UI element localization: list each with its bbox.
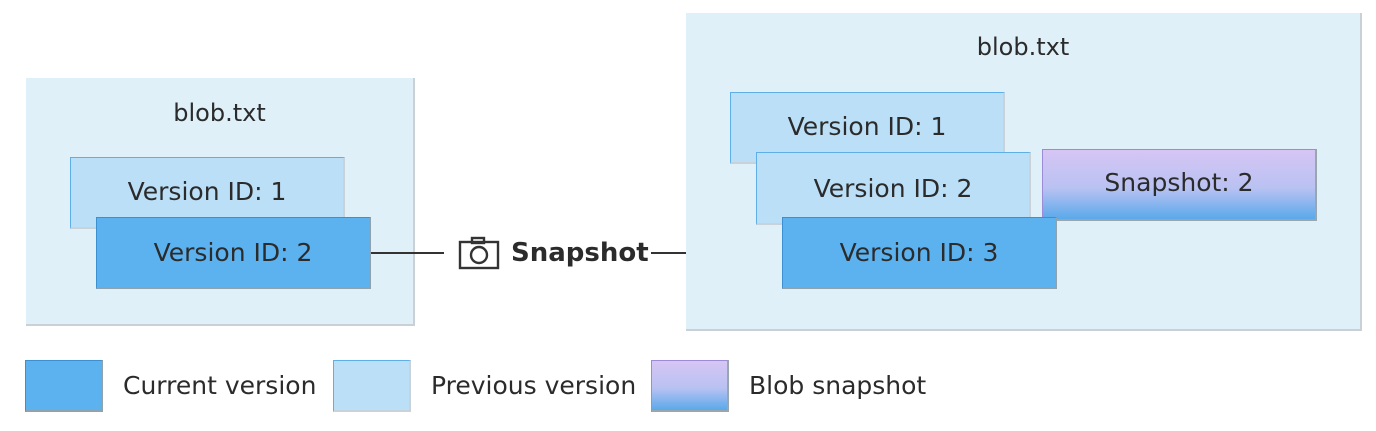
right-version-1-label: Version ID: 1 <box>787 112 947 141</box>
right-version-3-box: Version ID: 3 <box>782 217 1057 289</box>
legend-snapshot-swatch <box>651 360 729 412</box>
legend-previous-label: Previous version <box>431 371 637 400</box>
left-container-title: blob.txt <box>173 99 266 127</box>
legend-snapshot-label: Blob snapshot <box>749 371 927 400</box>
right-version-2-box: Version ID: 2 <box>756 152 1031 225</box>
camera-icon <box>458 236 500 270</box>
connector-snapshot-label: Snapshot <box>511 238 649 268</box>
right-version-2-label: Version ID: 2 <box>813 173 973 203</box>
right-version-3-label: Version ID: 3 <box>839 238 999 267</box>
left-version-2-box: Version ID: 2 <box>96 217 371 289</box>
legend-previous-swatch <box>333 360 411 412</box>
right-snapshot-box: Snapshot: 2 <box>1042 149 1317 221</box>
right-snapshot-label: Snapshot: 2 <box>1104 168 1254 197</box>
left-version-1-label: Version ID: 1 <box>127 177 287 206</box>
left-version-2-label: Version ID: 2 <box>153 238 313 267</box>
legend-current-swatch <box>25 360 103 412</box>
connector-line-left <box>371 252 444 254</box>
legend-current-label: Current version <box>123 371 317 400</box>
right-container-title: blob.txt <box>976 33 1070 61</box>
